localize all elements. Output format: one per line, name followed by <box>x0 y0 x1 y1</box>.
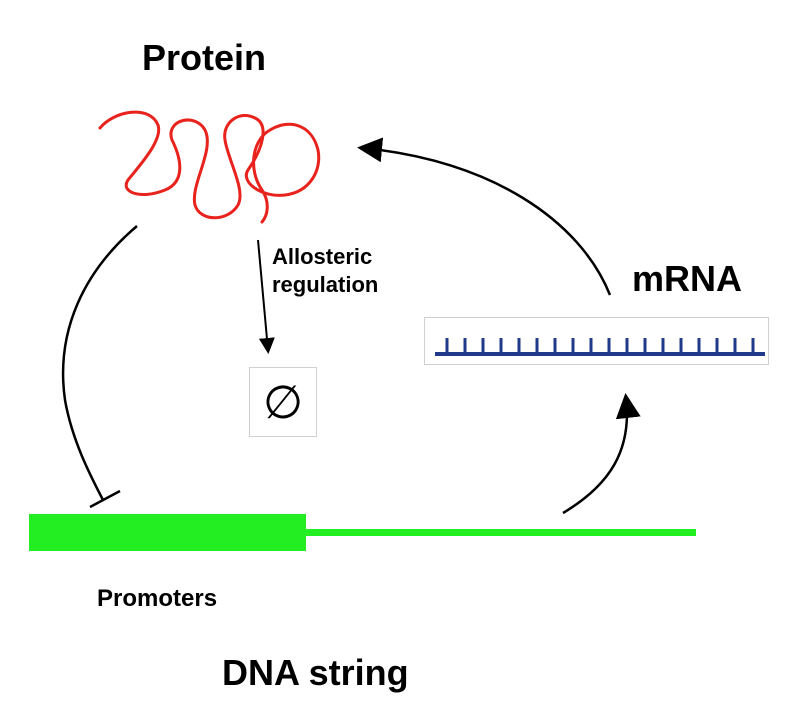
repression-curve <box>61 225 138 501</box>
mrna-tick <box>715 338 719 354</box>
allosteric-line-1: Allosteric <box>272 244 373 269</box>
mrna-tick <box>607 338 611 354</box>
allosteric-arrow <box>257 239 275 354</box>
mrna-tick <box>589 338 593 354</box>
promoter-region <box>29 514 306 551</box>
mrna-tick <box>751 338 755 354</box>
mrna-ticks <box>445 338 755 354</box>
allosteric-regulation-label: Allosteric regulation <box>272 243 422 299</box>
mrna-label: mRNA <box>632 258 743 299</box>
mrna-tick <box>481 338 485 354</box>
mrna-tick <box>445 338 449 354</box>
mrna-tick <box>679 338 683 354</box>
dna-strand <box>306 529 696 536</box>
mrna-tick <box>625 338 629 354</box>
allosteric-line-2: regulation <box>272 272 379 297</box>
protein-squiggle <box>98 110 321 224</box>
dna-string-label: DNA string <box>222 652 409 693</box>
protein-label: Protein <box>142 37 267 78</box>
mrna-strand-box <box>424 317 769 365</box>
mrna-strand <box>435 338 765 356</box>
empty-set-symbol: ∅ <box>262 375 304 429</box>
degradation-empty-set: ∅ <box>249 367 317 437</box>
mrna-tick <box>697 338 701 354</box>
mrna-tick <box>499 338 503 354</box>
repression-bar <box>89 489 121 509</box>
mrna-tick <box>733 338 737 354</box>
transcription-arrow <box>562 393 641 515</box>
translation-arrow <box>357 137 612 296</box>
mrna-tick <box>463 338 467 354</box>
mrna-tick <box>517 338 521 354</box>
mrna-backbone <box>435 352 765 356</box>
mrna-tick <box>661 338 665 354</box>
promoters-label: Promoters <box>97 585 218 612</box>
mrna-tick <box>643 338 647 354</box>
mrna-tick <box>535 338 539 354</box>
mrna-tick <box>553 338 557 354</box>
mrna-tick <box>571 338 575 354</box>
